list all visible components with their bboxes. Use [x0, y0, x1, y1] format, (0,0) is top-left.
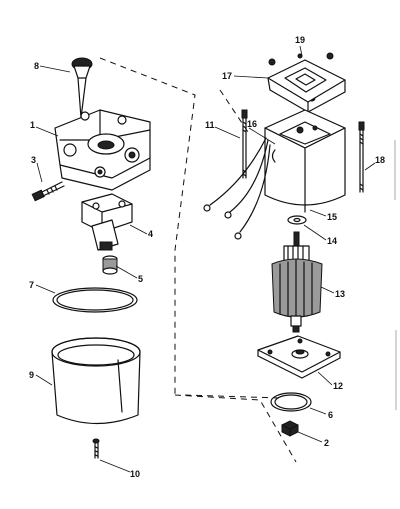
callout-11: 11	[205, 120, 215, 130]
part-7-o-ring	[52, 287, 138, 313]
callout-2: 2	[324, 438, 329, 448]
callout-13: 13	[335, 289, 345, 299]
callout-12: 12	[333, 381, 343, 391]
part-1-valve-body	[54, 109, 151, 191]
part-8-adjusting-screw	[71, 57, 93, 119]
scan-edge-artifact	[394, 140, 397, 410]
part-17-end-cover	[267, 59, 346, 113]
part-3-bolt	[31, 181, 65, 202]
callout-7: 7	[29, 280, 34, 290]
callout-5: 5	[138, 274, 143, 284]
callout-8: 8	[34, 61, 39, 71]
callout-14: 14	[327, 236, 337, 246]
callout-15: 15	[327, 212, 337, 222]
part-4-pump	[81, 193, 133, 251]
callout-4: 4	[148, 229, 153, 239]
part-14-thrust-washer	[287, 215, 307, 225]
callout-numbers: 8 1 3 4 5 7 9 10 11 16 17 19 15 14 13 12…	[29, 35, 385, 479]
part-18-through-bolt	[358, 121, 365, 193]
part-13-armature	[271, 231, 323, 333]
callout-18: 18	[375, 155, 385, 165]
part-2-coupling	[281, 420, 299, 437]
part-9-reservoir	[51, 337, 141, 425]
callout-10: 10	[130, 469, 140, 479]
part-15-motor-frame	[264, 109, 346, 213]
part-16-brush-lead	[203, 137, 271, 240]
part-19-cover-screws	[268, 52, 334, 102]
part-5-filter	[102, 255, 118, 275]
callout-17: 17	[222, 71, 232, 81]
part-10-screw	[92, 438, 100, 459]
part-12-end-plate	[257, 335, 341, 379]
part-11-through-bolt	[241, 109, 248, 179]
part-6-o-ring	[270, 392, 312, 412]
callout-16: 16	[247, 119, 257, 129]
callout-9: 9	[29, 370, 34, 380]
callout-1: 1	[30, 120, 35, 130]
callout-19: 19	[295, 35, 305, 45]
leader-lines	[35, 45, 376, 473]
callout-6: 6	[328, 410, 333, 420]
callout-3: 3	[31, 155, 36, 165]
